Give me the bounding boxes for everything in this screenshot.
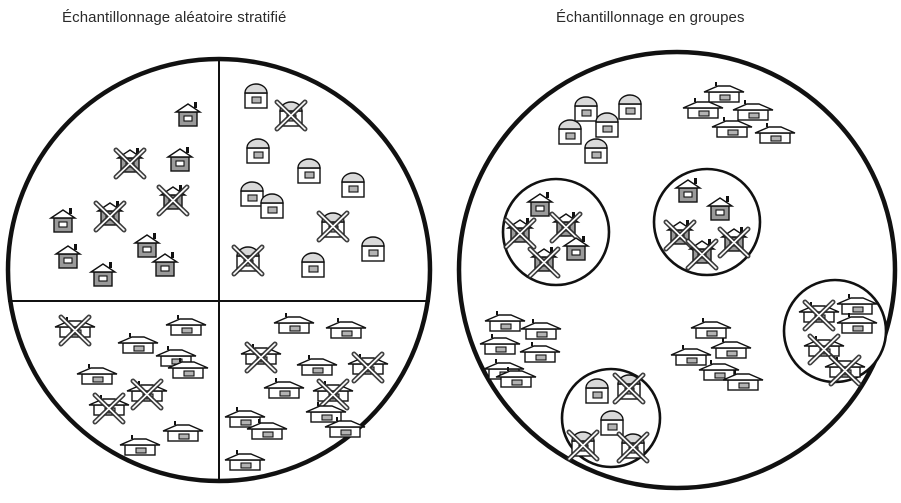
house-domed-icon xyxy=(301,252,325,278)
house-domed-icon xyxy=(595,112,619,138)
house-domed-icon xyxy=(558,119,582,145)
house-domed-icon xyxy=(585,378,609,404)
cluster-population-circle xyxy=(456,49,898,491)
selected-cluster-left xyxy=(501,177,611,287)
house-domed-icon xyxy=(244,83,268,109)
house-domed-icon xyxy=(240,181,264,207)
house-domed-icon xyxy=(361,236,385,262)
selected-cluster-bottom xyxy=(560,367,662,469)
stratified-sampling-title: Échantillonnage aléatoire stratifié xyxy=(62,9,287,26)
house-domed-icon xyxy=(584,138,608,164)
house-domed-icon xyxy=(341,172,365,198)
selected-cluster-center xyxy=(652,167,762,277)
house-domed-icon xyxy=(260,193,284,219)
house-domed-icon xyxy=(574,96,598,122)
house-domed-icon xyxy=(297,158,321,184)
house-domed-icon xyxy=(246,138,270,164)
cluster-sampling-title: Échantillonnage en groupes xyxy=(556,9,745,26)
selected-cluster-right xyxy=(782,278,888,384)
stratified-population-circle xyxy=(5,56,433,484)
house-domed-icon xyxy=(618,94,642,120)
house-domed-icon xyxy=(600,410,624,436)
